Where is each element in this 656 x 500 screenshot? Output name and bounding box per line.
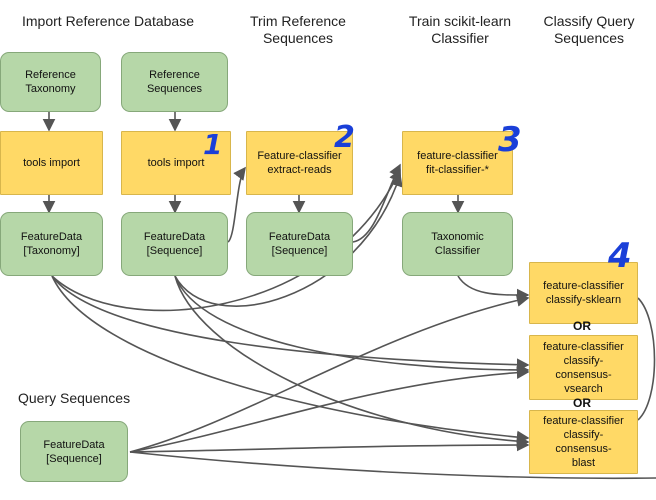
classify-consensus-vsearch-node: feature-classifier classify- consensus- …: [529, 335, 638, 400]
taxonomic-classifier-node: Taxonomic Classifier: [402, 212, 513, 276]
extract-reads-node: Feature-classifier extract-reads: [246, 131, 353, 195]
edge-fdseq1-to-blast: [174, 275, 530, 448]
tools-import-taxonomy-node: tools import: [0, 131, 103, 195]
header-trim: Trim Reference Sequences: [250, 13, 346, 46]
tools-import-sequences-node: tools import: [121, 131, 231, 195]
featuredata-sequence-node-1: FeatureData [Sequence]: [121, 212, 228, 276]
edge-fdtax-to-blast: [51, 275, 530, 444]
step-number-3: 3: [498, 120, 522, 160]
edge-query-offscreen: [129, 451, 656, 480]
query-sequences-label: Query Sequences: [18, 390, 131, 406]
edge-fdtax-to-vsearch: [51, 275, 530, 372]
edge-fdseq1-to-extract: [227, 166, 246, 243]
header-import: Import Reference Database: [22, 13, 194, 29]
featuredata-taxonomy-node: FeatureData [Taxonomy]: [0, 212, 103, 276]
header-classify: Classify Query Sequences: [543, 13, 635, 46]
reference-sequences-node: Reference Sequences: [121, 52, 228, 112]
or-label-2: OR: [573, 396, 591, 410]
edge-fdseq2-to-fit: [352, 163, 401, 243]
fit-classifier-node: feature-classifier fit-classifier-*: [402, 131, 513, 195]
or-label-1: OR: [573, 319, 591, 333]
edge-fdtax-to-fit: [51, 168, 402, 312]
edge-fdseq1-to-vsearch: [174, 275, 530, 377]
edge-query-to-vsearch: [129, 366, 530, 453]
edge-query-to-blast: [129, 438, 530, 453]
edge-query-to-sklearn: [129, 294, 530, 453]
edge-classifier-to-sklearn: [457, 275, 530, 302]
reference-taxonomy-node: Reference Taxonomy: [0, 52, 101, 112]
edge-right-loop: [637, 297, 656, 421]
query-featuredata-node: FeatureData [Sequence]: [20, 421, 128, 482]
classify-consensus-blast-node: feature-classifier classify- consensus- …: [529, 410, 638, 474]
step-number-4: 4: [608, 236, 632, 276]
step-number-1: 1: [203, 128, 223, 161]
classify-sklearn-node: feature-classifier classify-sklearn: [529, 262, 638, 324]
step-number-2: 2: [334, 120, 355, 155]
header-train: Train scikit-learn Classifier: [408, 13, 512, 46]
edge-fdseq1-to-fit: [174, 173, 403, 307]
featuredata-sequence-node-2: FeatureData [Sequence]: [246, 212, 353, 276]
